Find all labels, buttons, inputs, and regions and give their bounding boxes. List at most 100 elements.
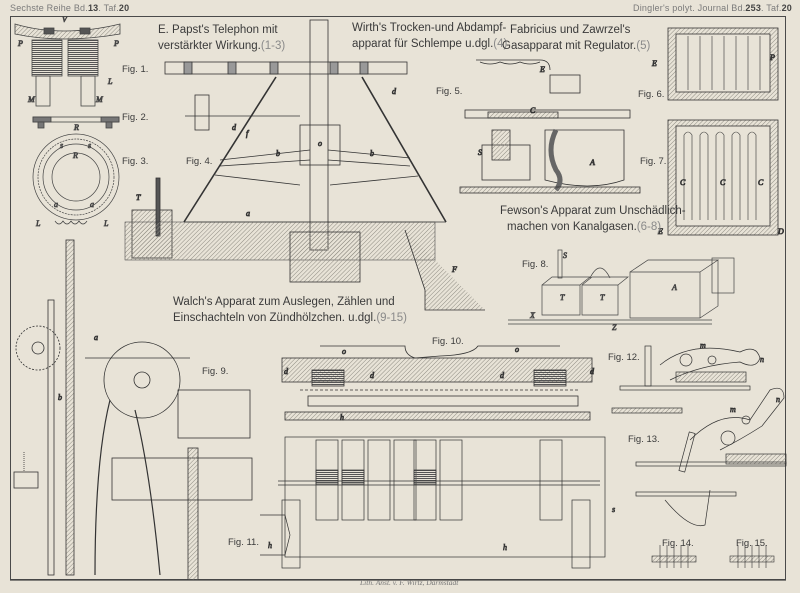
journal-label: Dingler's polyt. Journal Bd. <box>633 3 746 13</box>
fig3-ring-drawing: s s R a a L L <box>32 133 120 228</box>
svg-text:L: L <box>103 219 109 228</box>
svg-text:b: b <box>58 393 62 402</box>
fig7-label: Fig. 7. <box>640 156 667 167</box>
svg-text:n: n <box>776 395 780 404</box>
svg-text:C: C <box>720 178 726 187</box>
figure-range: (4) <box>493 38 508 50</box>
series-plate-number: 20 <box>118 3 130 13</box>
fig11-machine-plan-drawing: h h s <box>260 436 615 569</box>
title-line: Walch's Apparat zum Auslegen, Zählen und <box>173 296 395 308</box>
fig2-label: Fig. 2. <box>122 112 149 123</box>
svg-text:a: a <box>54 200 58 209</box>
svg-text:f: f <box>246 129 250 138</box>
svg-text:C: C <box>758 178 764 187</box>
svg-text:o: o <box>318 139 322 148</box>
title-line: apparat für Schlempe u.dgl. <box>352 38 494 50</box>
fig10-gear-drawing: d d o o h d d <box>281 345 595 422</box>
title-line: Gasapparat mit Regulator. <box>502 40 637 52</box>
fig1-label: Fig. 1. <box>122 64 149 75</box>
svg-text:Z: Z <box>612 323 617 332</box>
fig2-bar-drawing: R <box>32 116 120 132</box>
title-walch-apparatus: Walch's Apparat zum Auslegen, Zählen und… <box>173 294 407 326</box>
title-fewson-apparatus: Fewson's Apparat zum Unschädlich- machen… <box>500 203 686 235</box>
svg-text:s: s <box>612 505 615 514</box>
svg-text:M: M <box>27 95 36 104</box>
svg-text:L: L <box>35 219 41 228</box>
svg-text:P: P <box>113 39 119 48</box>
svg-text:d: d <box>392 87 397 96</box>
title-line: Einschachteln von Zündhölzchen. u.dgl. <box>173 312 377 324</box>
svg-text:E: E <box>657 227 663 236</box>
fig15-label: Fig. 15. <box>736 538 768 549</box>
svg-text:o: o <box>515 345 519 354</box>
journal-taf-label: . Taf. <box>761 3 782 13</box>
svg-text:R: R <box>73 123 79 132</box>
fig6-label: Fig. 6. <box>638 89 665 100</box>
title-papst-telephone: E. Papst's Telephon mit verstärkter Wirk… <box>158 22 285 54</box>
series-label: Sechste Reihe Bd. <box>10 3 88 13</box>
svg-text:d: d <box>590 367 595 376</box>
fig11-label: Fig. 11. <box>228 537 259 548</box>
svg-text:a: a <box>90 200 94 209</box>
svg-text:C: C <box>680 178 686 187</box>
svg-text:d: d <box>232 123 237 132</box>
fig8-gas-apparatus-drawing: T T A S Z X <box>508 249 735 332</box>
fig14-label: Fig. 14. <box>662 538 694 549</box>
svg-text:A: A <box>671 283 677 292</box>
fig12-lever-drawing: m n <box>611 341 764 414</box>
svg-text:s: s <box>60 141 63 150</box>
svg-text:d: d <box>370 371 375 380</box>
journal-plate-number: 20 <box>781 3 792 13</box>
title-line: verstärkter Wirkung. <box>158 40 261 52</box>
svg-text:o: o <box>342 347 346 356</box>
svg-text:L: L <box>107 77 113 86</box>
svg-text:s: s <box>88 141 91 150</box>
fig4-drying-apparatus-drawing: f d d b b a o T F <box>124 19 485 311</box>
svg-text:C: C <box>530 106 536 115</box>
svg-text:R: R <box>72 151 78 160</box>
svg-text:h: h <box>503 543 507 552</box>
fig14-comb-drawing <box>651 545 697 568</box>
svg-text:E: E <box>539 65 545 74</box>
fig15-comb-drawing <box>729 545 775 568</box>
svg-text:F: F <box>451 265 457 274</box>
series-taf-label: . Taf. <box>98 3 119 13</box>
fig13-lever-drawing: m n <box>635 387 787 527</box>
svg-text:n: n <box>760 355 764 364</box>
svg-text:D: D <box>777 227 784 236</box>
series-header: Sechste Reihe Bd.13. Taf.20 <box>10 3 129 13</box>
journal-header: Dingler's polyt. Journal Bd.253. Taf.20 <box>633 3 792 13</box>
title-line: machen von Kanalgasen. <box>507 221 637 233</box>
svg-text:E: E <box>651 59 657 68</box>
title-line: E. Papst's Telephon mit <box>158 24 278 36</box>
svg-text:X: X <box>529 311 536 320</box>
fig3-label: Fig. 3. <box>122 156 149 167</box>
svg-text:P: P <box>17 39 23 48</box>
fig9-label: Fig. 9. <box>202 366 229 377</box>
svg-text:d: d <box>284 367 289 376</box>
fig5-gas-apparatus-drawing: E C A S <box>459 59 641 194</box>
figure-range: (9-15) <box>376 312 407 324</box>
fig10-label: Fig. 10. <box>432 336 464 347</box>
svg-text:A: A <box>589 158 595 167</box>
title-line: Wirth's Trocken-und Abdampf- <box>352 22 507 34</box>
svg-text:b: b <box>370 149 374 158</box>
fig6-condenser-drawing: E P <box>651 27 779 101</box>
fig1-telephone-drawing: V P P L M M <box>14 15 121 107</box>
fig7-condenser-drawing: C C C E D <box>657 119 784 236</box>
svg-text:T: T <box>600 293 605 302</box>
svg-text:m: m <box>730 405 736 414</box>
svg-text:M: M <box>95 95 104 104</box>
svg-text:T: T <box>560 293 565 302</box>
svg-text:S: S <box>478 148 482 157</box>
svg-text:T: T <box>136 193 141 202</box>
svg-text:a: a <box>246 209 250 218</box>
svg-text:m: m <box>700 341 706 350</box>
figure-range: (5) <box>636 40 651 52</box>
lithographer-imprint: Lith. Anst. v. F. Wirtz, Darmstadt <box>360 578 459 587</box>
title-line: Fewson's Apparat zum Unschädlich- <box>500 205 686 217</box>
svg-text:a: a <box>94 333 98 342</box>
fig5-label: Fig. 5. <box>436 86 463 97</box>
